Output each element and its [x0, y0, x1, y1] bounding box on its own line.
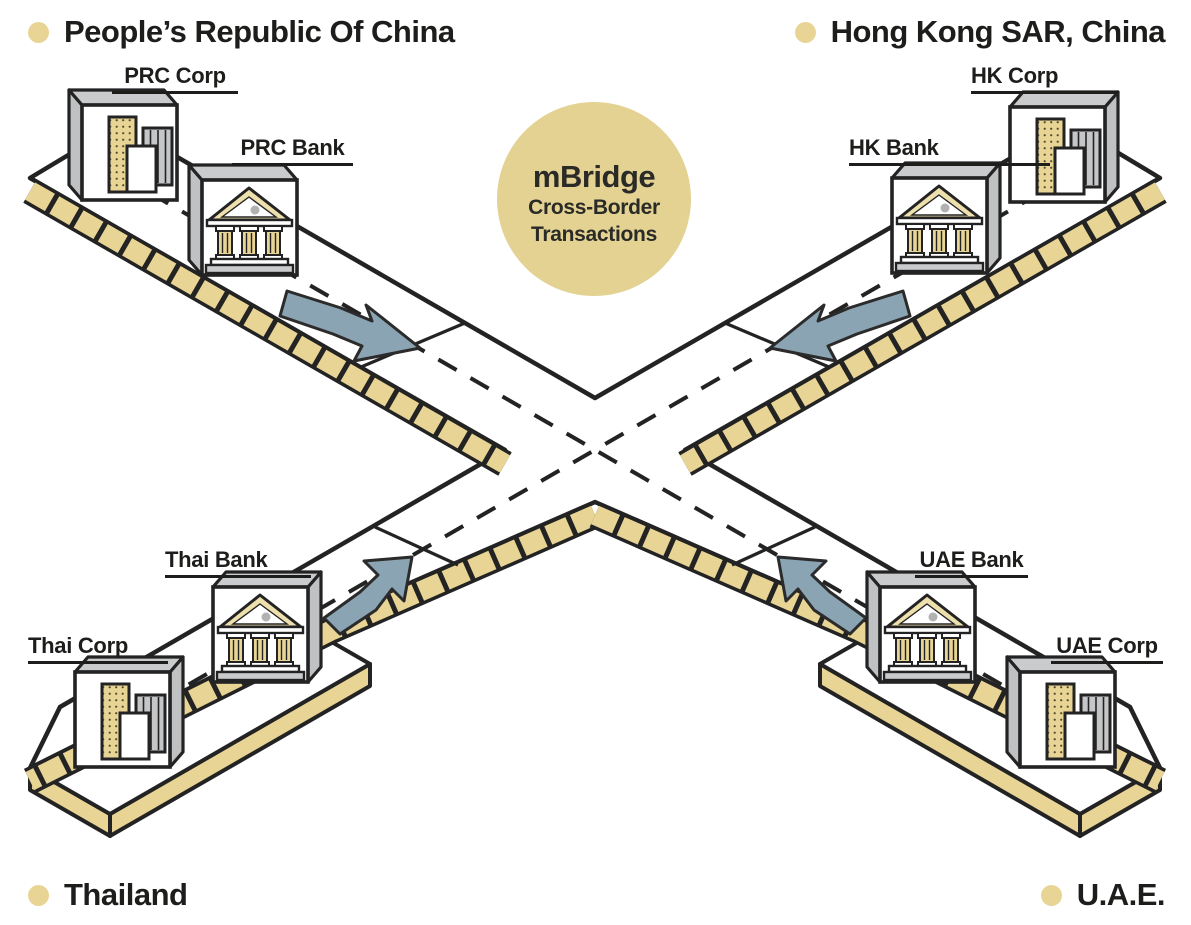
mbridge-center-circle: mBridge Cross-Border Transactions [497, 102, 691, 296]
label-prc-bank: PRC Bank [232, 136, 353, 167]
label-uae-bank: UAE Bank [915, 548, 1028, 579]
mbridge-subtitle-line1: Cross-Border [528, 196, 660, 219]
flow-arrow-top-left [278, 289, 422, 363]
region-bullet-dot [28, 21, 49, 43]
region-title-top-right: Hong Kong SAR, China [794, 14, 1166, 50]
flow-arrow-bottom-left [322, 555, 414, 636]
region-title-text: Thailand [64, 877, 188, 912]
region-bullet-dot [28, 884, 49, 906]
label-thai-corp: Thai Corp [28, 634, 168, 665]
flow-arrow-bottom-right [776, 555, 868, 636]
region-title-top-left: People’s Republic Of China [28, 14, 455, 50]
flow-arrow-top-right [768, 289, 912, 363]
thai-corp-icon [73, 655, 185, 769]
mbridge-subtitle-line2: Transactions [531, 223, 657, 246]
uae-corp-icon [1005, 655, 1117, 769]
mbridge-title: mBridge [532, 159, 656, 194]
label-uae-corp: UAE Corp [1051, 634, 1163, 665]
region-bullet-dot [794, 21, 816, 43]
region-title-text: U.A.E. [1076, 877, 1166, 912]
label-hk-bank: HK Bank [849, 136, 1050, 167]
prc-corp-icon [67, 88, 179, 202]
region-title-bottom-right: U.A.E. [1040, 877, 1166, 913]
region-title-text: People’s Republic Of China [64, 14, 455, 49]
label-thai-bank: Thai Bank [165, 548, 311, 579]
prc-bank-icon [187, 163, 299, 277]
transaction-flow-arrows [278, 289, 912, 636]
uae-bank-icon [865, 570, 977, 684]
hk-bank-icon [890, 161, 1002, 275]
label-prc-corp: PRC Corp [112, 64, 238, 95]
thai-bank-icon [211, 570, 323, 684]
region-title-bottom-left: Thailand [28, 877, 188, 913]
region-bullet-dot [1040, 884, 1062, 906]
region-title-text: Hong Kong SAR, China [830, 14, 1166, 49]
label-hk-corp: HK Corp [971, 64, 1118, 95]
